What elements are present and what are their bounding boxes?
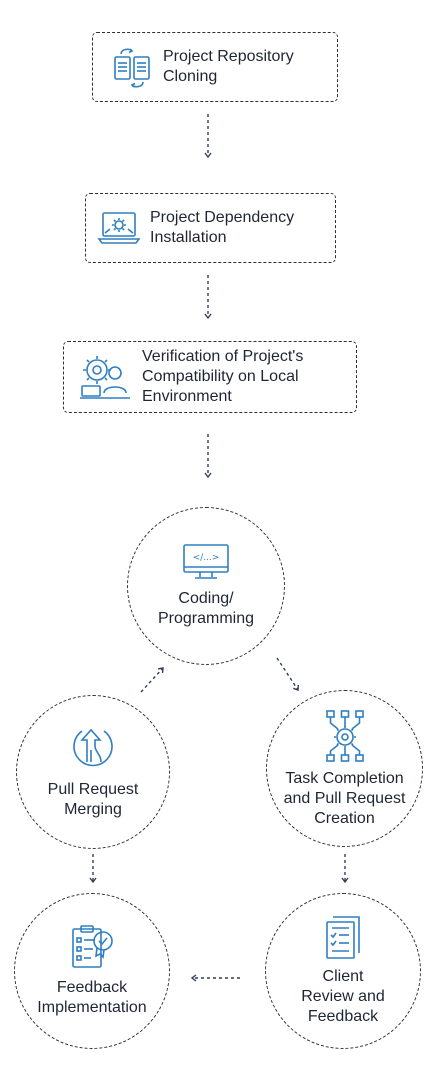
svg-text:</...>: </...>	[193, 553, 220, 563]
cycle-label: Client Review and Feedback	[301, 968, 385, 1025]
arrow-merge-to-coding	[140, 667, 164, 693]
step-dependency-installation: Project Dependency Installation	[85, 193, 336, 263]
cycle-client-review: Client Review and Feedback	[265, 893, 421, 1049]
cycle-pull-request-merging: Pull Request Merging	[16, 695, 170, 849]
clipboard-check-icon	[69, 924, 115, 970]
cycle-feedback-implementation: Feedback Implementation	[14, 893, 170, 1049]
step-label: Project Dependency Installation	[150, 209, 295, 246]
step-repository-cloning: Project Repository Cloning	[92, 32, 338, 102]
gear-network-icon	[324, 709, 366, 763]
step-label: Project Repository Cloning	[163, 48, 294, 85]
cycle-label: Coding/ Programming	[157, 590, 255, 627]
cycle-task-completion: Task Completion and Pull Request Creatio…	[266, 690, 423, 847]
laptop-gear-icon	[96, 208, 142, 248]
developer-gear-icon	[80, 353, 132, 401]
cycle-label: Pull Request Merging	[47, 781, 139, 818]
cycle-label: Task Completion and Pull Request Creatio…	[283, 769, 406, 827]
code-monitor-icon: </...>	[182, 543, 230, 581]
repository-clone-icon	[111, 45, 153, 89]
step-label: Verification of Project's Compatibility …	[142, 348, 304, 405]
cycle-coding-programming: </...> Coding/ Programming	[127, 507, 285, 665]
step-compatibility-verification: Verification of Project's Compatibility …	[63, 341, 357, 413]
arrow-coding-to-task	[276, 657, 300, 691]
checklist-document-icon	[323, 915, 363, 961]
merge-arrow-icon	[70, 724, 116, 770]
cycle-label: Feedback Implementation	[37, 979, 147, 1016]
